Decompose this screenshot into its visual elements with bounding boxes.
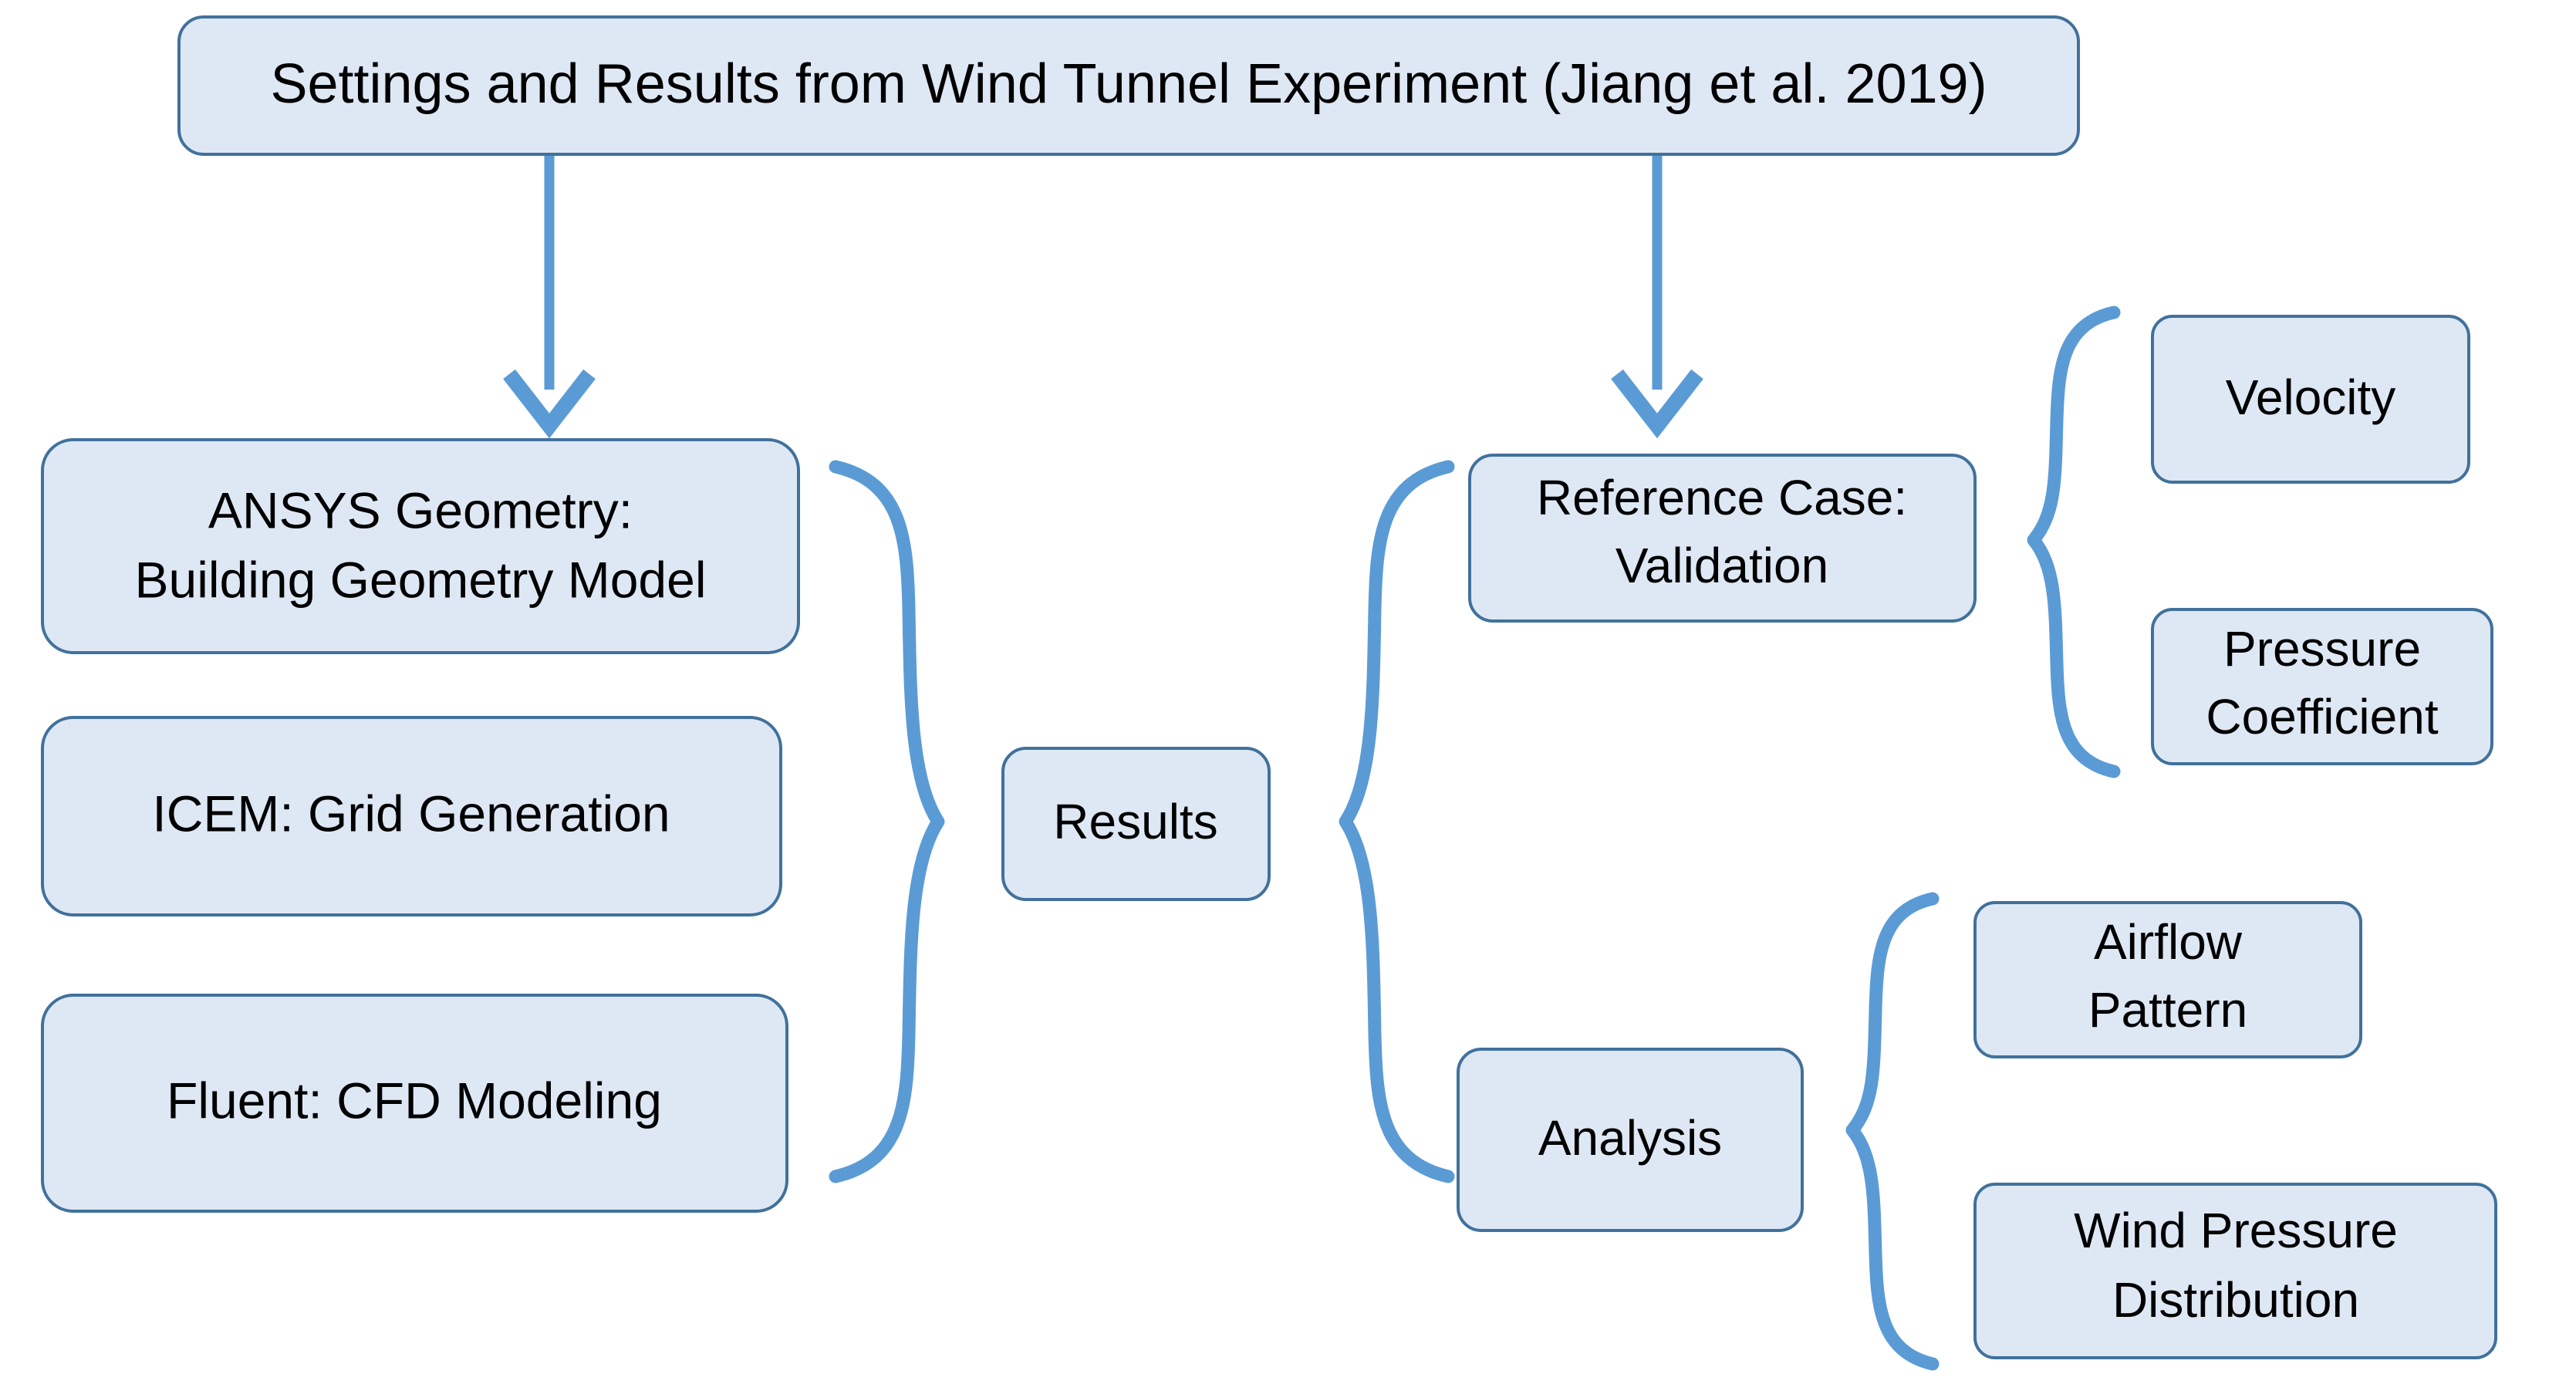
node-airflow-pattern[interactable]: Airflow Pattern (1973, 901, 2362, 1058)
node-title[interactable]: Settings and Results from Wind Tunnel Ex… (177, 15, 2080, 156)
node-title-label: Settings and Results from Wind Tunnel Ex… (270, 53, 1987, 115)
node-pressure-coefficient-box[interactable] (2151, 608, 2493, 765)
node-icem[interactable]: ICEM: Grid Generation (41, 716, 782, 916)
node-fluent-box[interactable] (41, 994, 788, 1213)
brace-analysis-outputs (1845, 892, 1940, 1371)
node-pressure-coefficient-label-line1: Pressure (2223, 621, 2421, 677)
node-ansys-geometry-label-line1: ANSYS Geometry: (208, 481, 633, 538)
arrow-title-to-reference-case (1611, 154, 1703, 439)
node-velocity-box[interactable] (2151, 315, 2470, 484)
node-wind-pressure-distribution-label-line2: Distribution (2112, 1272, 2359, 1328)
node-pressure-coefficient[interactable]: Pressure Coefficient (2151, 608, 2493, 765)
node-analysis-box[interactable] (1457, 1048, 1804, 1232)
node-ansys-geometry-box[interactable] (41, 438, 800, 654)
node-ansys-geometry[interactable]: ANSYS Geometry: Building Geometry Model (41, 438, 800, 654)
node-fluent-label: Fluent: CFD Modeling (167, 1072, 662, 1129)
node-fluent[interactable]: Fluent: CFD Modeling (41, 994, 788, 1213)
node-analysis-label: Analysis (1538, 1110, 1722, 1166)
node-results[interactable]: Results (1001, 747, 1271, 901)
node-airflow-pattern-label-line2: Pattern (2088, 982, 2247, 1038)
node-icem-box[interactable] (41, 716, 782, 916)
node-velocity[interactable]: Velocity (2151, 315, 2470, 484)
node-title-box[interactable] (177, 15, 2080, 156)
brace-reference-outputs (2027, 305, 2121, 778)
node-wind-pressure-distribution-label-line1: Wind Pressure (2074, 1203, 2398, 1258)
node-airflow-pattern-box[interactable] (1973, 901, 2362, 1058)
node-airflow-pattern-label-line1: Airflow (2094, 914, 2243, 970)
brace-setup-to-results (829, 460, 945, 1183)
node-icem-label: ICEM: Grid Generation (152, 785, 670, 842)
node-results-label: Results (1053, 794, 1217, 849)
node-reference-case-label-line2: Validation (1615, 538, 1828, 593)
node-analysis[interactable]: Analysis (1457, 1048, 1804, 1232)
node-reference-case-box[interactable] (1468, 454, 1977, 623)
node-ansys-geometry-label-line2: Building Geometry Model (134, 551, 706, 608)
node-wind-pressure-distribution-box[interactable] (1973, 1183, 2497, 1359)
node-reference-case-label-line1: Reference Case: (1537, 470, 1907, 525)
node-wind-pressure-distribution[interactable]: Wind Pressure Distribution (1973, 1183, 2497, 1359)
node-results-box[interactable] (1001, 747, 1271, 901)
node-velocity-label: Velocity (2226, 370, 2396, 425)
node-pressure-coefficient-label-line2: Coefficient (2206, 689, 2438, 744)
brace-results-to-branches (1339, 460, 1455, 1183)
arrow-title-to-ansys (503, 154, 596, 439)
node-reference-case[interactable]: Reference Case: Validation (1468, 454, 1977, 623)
